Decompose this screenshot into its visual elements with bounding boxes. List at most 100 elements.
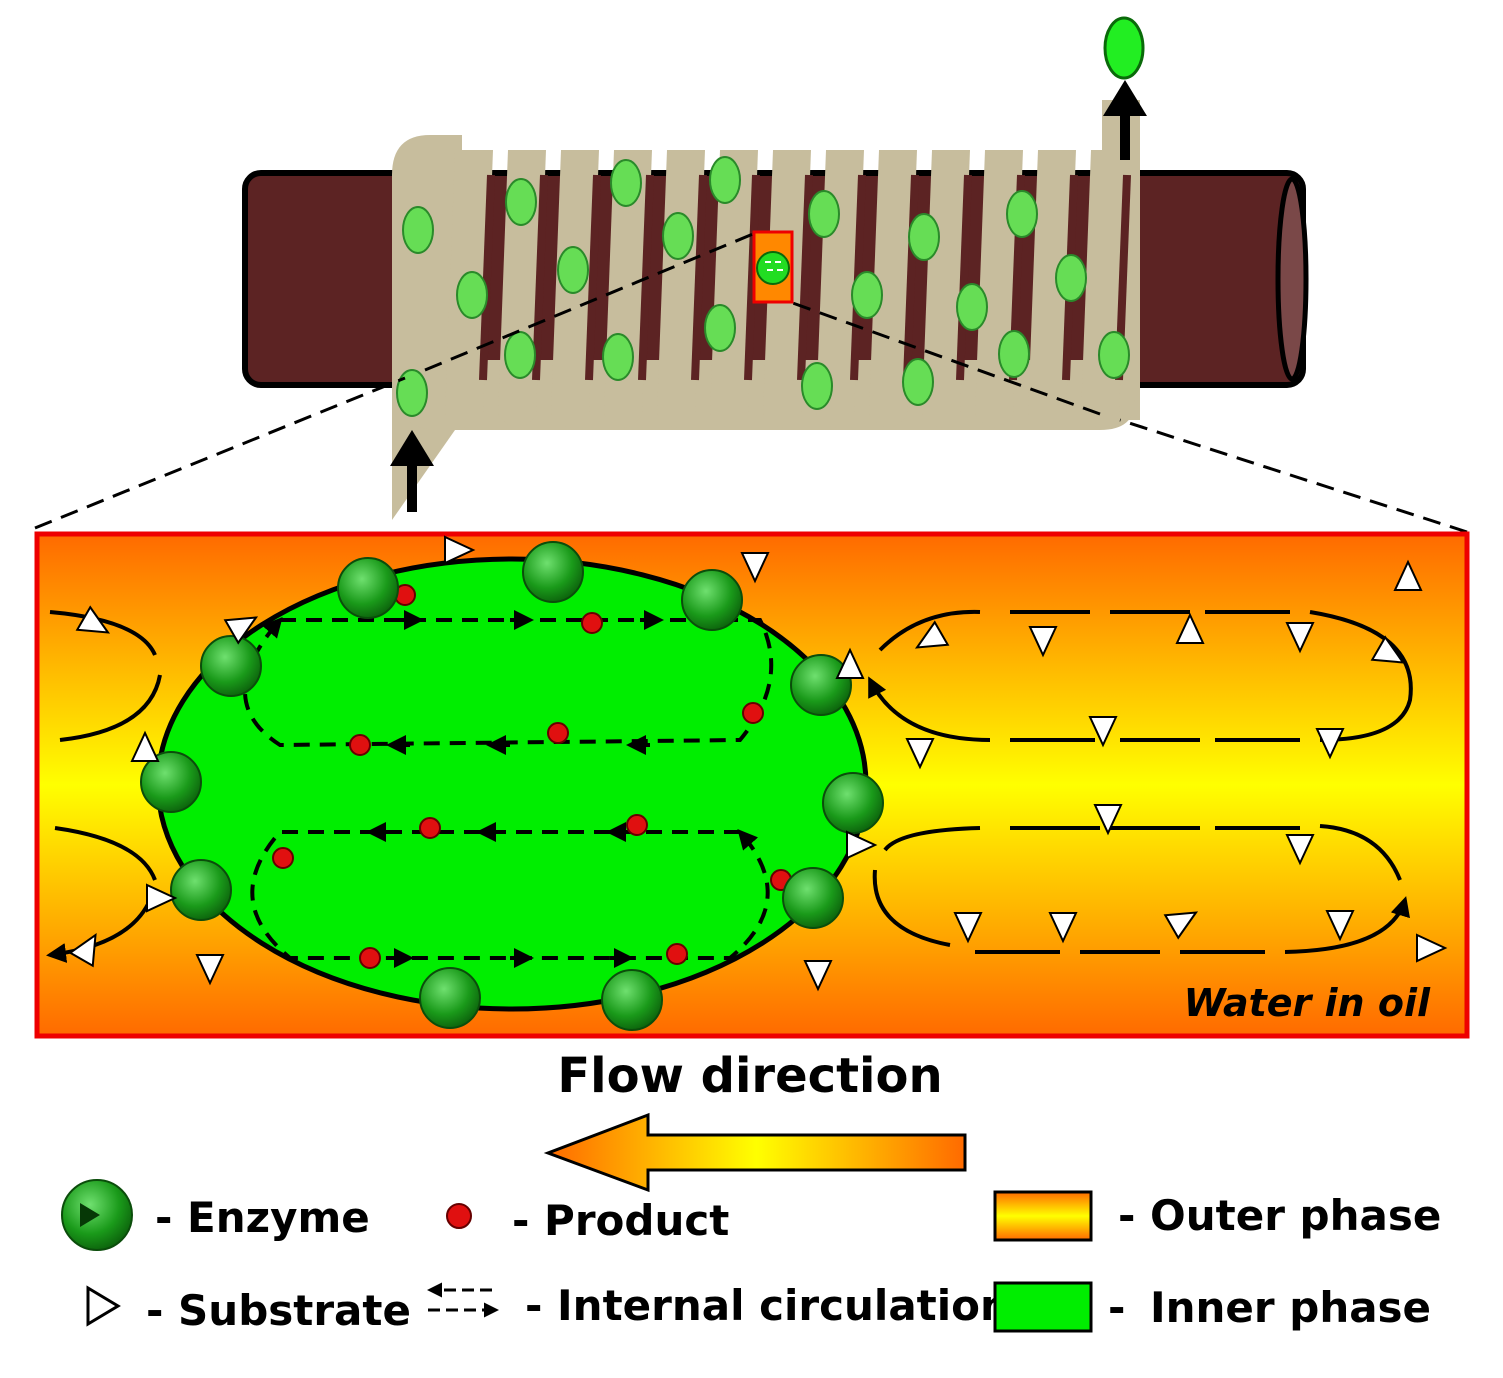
outer-loop-left [50, 610, 162, 955]
coil-droplet [908, 213, 940, 261]
outer-loop-lower [872, 824, 1405, 954]
product-dot [666, 943, 688, 965]
coil-gap [585, 174, 601, 381]
outer-loop-upper [870, 609, 1413, 742]
legend-product-label: - Product [512, 1196, 729, 1245]
substrate-triangle [835, 647, 865, 679]
substrate-triangle [905, 738, 935, 770]
panel-caption: Water in oil [1184, 981, 1431, 1025]
coil-droplet [902, 358, 934, 406]
legend-product: - Product [446, 1196, 729, 1245]
enzymes [140, 541, 884, 1031]
tube-end [1275, 176, 1309, 382]
coil-gap [956, 174, 972, 381]
coil-gap [691, 174, 707, 381]
highlighted-droplet [752, 230, 794, 304]
product-icon [446, 1203, 472, 1229]
flow-direction-arrow [543, 1112, 967, 1193]
product-dot [547, 722, 569, 744]
enzyme [170, 859, 232, 921]
coil-droplet [801, 362, 833, 410]
coil-droplet [396, 369, 428, 417]
legend-inner-phase-dash: - [1108, 1283, 1125, 1332]
coil-droplet [1006, 190, 1038, 238]
legend-internal-circulation: - Internal circulation [427, 1281, 1010, 1330]
product-dot [272, 847, 294, 869]
substrate-triangle [740, 552, 770, 584]
substrate-triangle [223, 616, 259, 645]
flow-direction-label: Flow direction [557, 1048, 942, 1104]
legend-substrate: - Substrate [86, 1285, 411, 1335]
substrate-triangle [914, 620, 950, 649]
coil-gap [744, 174, 760, 381]
coil-droplets [396, 156, 1130, 417]
enzyme [681, 569, 743, 631]
internal-circulation [243, 610, 774, 968]
enzyme [419, 967, 481, 1029]
inner-phase-droplet [155, 556, 869, 1012]
substrate-triangle [803, 960, 833, 992]
substrate-triangle [1048, 912, 1078, 944]
product-dot [349, 734, 371, 756]
coil-droplet [1055, 254, 1087, 302]
outlet-droplet [1103, 16, 1145, 80]
substrate-triangle [1175, 612, 1205, 644]
enzyme [601, 969, 663, 1031]
substrate-icon [86, 1285, 121, 1327]
coil-droplet [456, 271, 488, 319]
coil-droplet [610, 159, 642, 207]
inner-phase-swatch [993, 1281, 1093, 1333]
coil-gap [532, 174, 548, 381]
product-dot [359, 947, 381, 969]
inlet-arrow [390, 430, 434, 512]
legend-inner-phase: - Inner phase [993, 1281, 1431, 1333]
outlet-arrow [1103, 80, 1147, 160]
product-dot [626, 814, 648, 836]
coil-droplet [1098, 331, 1130, 379]
enzyme [822, 772, 884, 834]
enzyme [522, 541, 584, 603]
substrate-triangle [1163, 911, 1199, 940]
enzyme [200, 635, 262, 697]
product-dot [581, 612, 603, 634]
substrate-triangle [75, 605, 111, 634]
substrate-triangle [68, 932, 97, 968]
coil-droplet [851, 271, 883, 319]
substrate-triangle [1285, 834, 1315, 866]
outer-circulation [50, 609, 1413, 955]
legend-inner-phase-label: Inner phase [1150, 1283, 1431, 1332]
coil-droplet [709, 156, 741, 204]
products [272, 584, 792, 969]
legend-outer-phase-label: - Outer phase [1118, 1191, 1441, 1240]
coil-droplet [505, 178, 537, 226]
substrate-triangle [1088, 716, 1118, 748]
coil-droplet [402, 206, 434, 254]
substrate-triangle [1315, 728, 1345, 760]
coil-droplet [602, 333, 634, 381]
product-dot [742, 702, 764, 724]
legend-substrate-label: - Substrate [146, 1286, 411, 1335]
substrates [68, 535, 1448, 992]
substrate-triangle [1093, 804, 1123, 836]
coil-droplet [998, 330, 1030, 378]
substrate-triangle [1325, 910, 1355, 942]
substrate-triangle [846, 830, 878, 860]
substrate-triangle [1393, 559, 1423, 591]
coil-gap [797, 174, 813, 381]
substrate-triangle [444, 535, 476, 565]
zoom-lines [34, 232, 1468, 534]
outer-phase-swatch [993, 1190, 1093, 1242]
substrate-triangle [1285, 622, 1315, 654]
coil-droplet [557, 246, 589, 294]
legend-internal-circulation-label: - Internal circulation [525, 1281, 1010, 1330]
product-dot [419, 817, 441, 839]
legend-enzyme: - Enzyme [61, 1179, 370, 1251]
legend-outer-phase: - Outer phase [993, 1190, 1441, 1242]
circulation-loop-upper [243, 616, 774, 748]
substrate-triangle [1028, 626, 1058, 658]
substrate-triangle [1370, 635, 1406, 664]
enzyme [790, 654, 852, 716]
substrate-triangle [195, 954, 225, 986]
coil-droplet [956, 283, 988, 331]
